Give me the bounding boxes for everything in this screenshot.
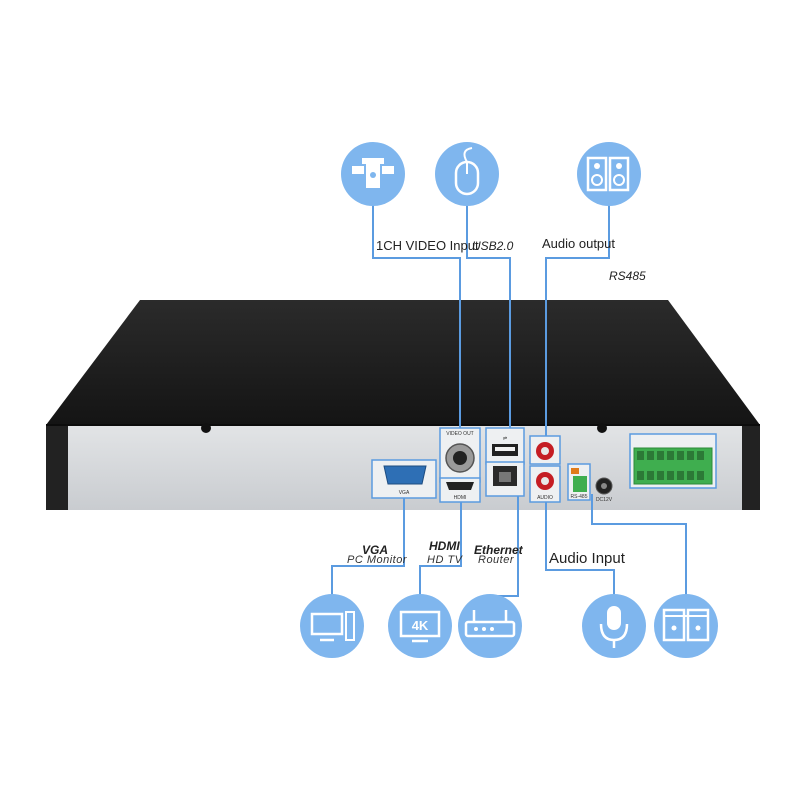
label-hdmi-sub: HD TV [427,554,463,566]
leader-audio-output [545,204,610,436]
device-left-bracket [46,425,68,510]
vga-port-label: VGA [399,490,410,496]
usb-port[interactable]: ⇌ [485,427,525,465]
rs485-port-label: RS-485 [571,494,588,500]
device-right-bracket [742,425,760,510]
speaker-icon [577,142,641,206]
leader-audio-input [545,502,615,596]
label-rs485: RS485 [609,269,646,283]
leader-usb [466,204,511,428]
screw-right [597,423,607,433]
rs485-terminal[interactable]: RS-485 [567,463,591,501]
label-ethernet-sub: Router [478,554,515,566]
label-vga-sub: PC Monitor [347,554,408,566]
audio-port-label: AUDIO [537,495,553,501]
dc-power-jack[interactable]: DC12V [595,477,613,503]
dc-port-label: DC12V [596,497,613,503]
usb-symbol: ⇌ [503,436,507,442]
audio-output-rca[interactable] [529,435,561,465]
leader-hdmi [419,502,462,596]
bnc-video-out-port[interactable]: VIDEO OUT [439,427,481,483]
label-audio-input: Audio Input [549,550,625,567]
hdmi-port[interactable]: HDMI [439,477,481,503]
alarm-io-terminal-block[interactable] [629,433,717,489]
label-audio-output: Audio output [542,236,616,251]
label-vga-title: VGA [362,543,389,557]
rear-ports: VGA VIDEO OUT HDMI ⇌ [371,427,717,503]
vga-port[interactable]: VGA [371,459,437,499]
leader-vga [331,498,405,596]
ptz-camera-icon [341,142,405,206]
mouse-icon [435,142,499,206]
4k-badge: 4K [412,618,429,633]
router-icon [458,594,522,658]
pc-monitor-icon [300,594,364,658]
ethernet-port[interactable] [485,461,525,497]
label-usb: USB2.0 [472,239,514,253]
label-video-input: 1CH VIDEO Input [376,238,479,253]
hdmi-port-label: HDMI [454,495,467,501]
microphone-icon [582,594,646,658]
alarm-sensor-icon [654,594,718,658]
device-top-cover [46,300,760,425]
leader-alarm [591,494,687,596]
audio-input-rca[interactable]: AUDIO [529,465,561,503]
4k-tv-icon: 4K [388,594,452,658]
leader-video-input [372,204,461,428]
label-ethernet-title: Ethernet [474,543,523,557]
screw-left [201,423,211,433]
video-out-label: VIDEO OUT [446,431,474,437]
label-hdmi-title: HDMI [429,539,460,553]
